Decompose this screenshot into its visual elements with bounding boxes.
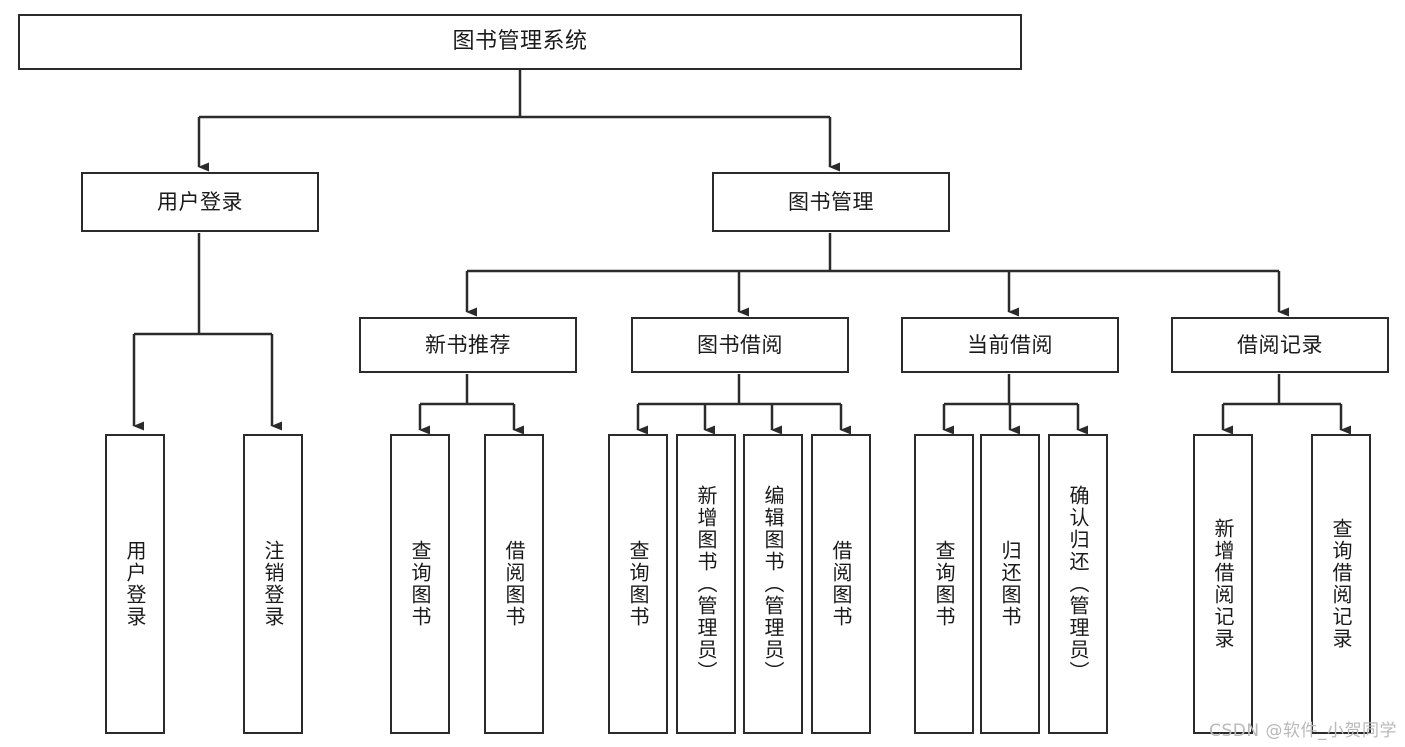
node-leaf-cb-confirm-return[interactable]: 确认归还（管理员） [1048,434,1108,734]
node-book-manage-label: 图书管理 [788,189,874,214]
node-user-login[interactable]: 用户登录 [81,172,319,232]
node-borrow-record[interactable]: 借阅记录 [1171,317,1389,373]
node-borrow-record-label: 借阅记录 [1237,332,1323,357]
node-leaf-bb-add-book-label: 新增图书（管理员） [694,485,718,683]
node-user-login-label: 用户登录 [157,189,243,214]
node-leaf-bb-borrow-book[interactable]: 借阅图书 [811,434,871,734]
node-leaf-cb-query-book[interactable]: 查询图书 [914,434,974,734]
node-leaf-nb-borrow-book[interactable]: 借阅图书 [484,434,544,734]
node-book-borrow[interactable]: 图书借阅 [631,317,849,373]
node-leaf-bb-add-book[interactable]: 新增图书（管理员） [676,434,736,734]
node-leaf-user-login[interactable]: 用户登录 [105,434,165,734]
node-leaf-bb-edit-book[interactable]: 编辑图书（管理员） [743,434,803,734]
node-new-book-recommend[interactable]: 新书推荐 [359,317,577,373]
node-leaf-cb-return-book[interactable]: 归还图书 [980,434,1040,734]
node-leaf-nb-query-book-label: 查询图书 [408,540,432,628]
node-leaf-br-query-record-label: 查询借阅记录 [1329,518,1353,650]
node-leaf-cb-return-book-label: 归还图书 [998,540,1022,628]
node-leaf-bb-query-book[interactable]: 查询图书 [608,434,668,734]
node-new-book-recommend-label: 新书推荐 [425,332,511,357]
node-leaf-logout-label: 注销登录 [261,540,285,628]
node-root-system[interactable]: 图书管理系统 [18,14,1022,70]
node-leaf-logout[interactable]: 注销登录 [243,434,303,734]
node-leaf-br-add-record-label: 新增借阅记录 [1211,518,1235,650]
node-leaf-nb-borrow-book-label: 借阅图书 [502,540,526,628]
node-leaf-bb-query-book-label: 查询图书 [626,540,650,628]
node-leaf-br-query-record[interactable]: 查询借阅记录 [1311,434,1371,734]
watermark-text: CSDN @软件_小贺同学 [1209,721,1397,741]
node-leaf-bb-edit-book-label: 编辑图书（管理员） [761,485,785,683]
node-current-borrow-label: 当前借阅 [967,332,1053,357]
node-leaf-nb-query-book[interactable]: 查询图书 [390,434,450,734]
node-leaf-cb-query-book-label: 查询图书 [932,540,956,628]
node-book-borrow-label: 图书借阅 [697,332,783,357]
node-leaf-cb-confirm-return-label: 确认归还（管理员） [1066,485,1090,683]
node-current-borrow[interactable]: 当前借阅 [901,317,1119,373]
node-leaf-bb-borrow-book-label: 借阅图书 [829,540,853,628]
node-book-manage[interactable]: 图书管理 [712,172,950,232]
node-leaf-user-login-label: 用户登录 [123,540,147,628]
node-leaf-br-add-record[interactable]: 新增借阅记录 [1193,434,1253,734]
node-root-system-label: 图书管理系统 [452,29,588,55]
